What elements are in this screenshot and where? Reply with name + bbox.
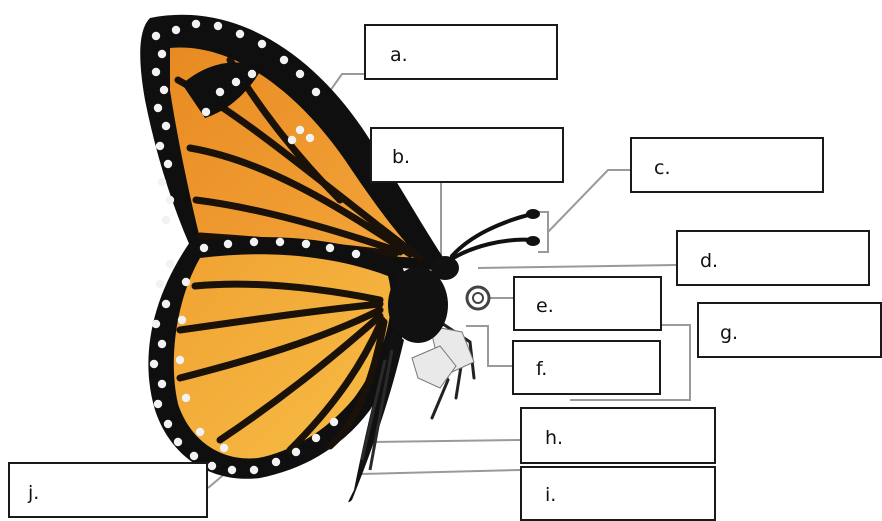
label-c: c.: [654, 157, 671, 179]
wing-spot: [250, 238, 258, 246]
wing-spot: [162, 122, 170, 130]
antenna-club-lower: [526, 236, 540, 246]
wing-spot: [164, 420, 172, 428]
wing-spot: [160, 86, 168, 94]
label-j: j.: [28, 482, 39, 504]
label-h: h.: [545, 427, 563, 449]
wing-spot: [154, 104, 162, 112]
leader-line-h: [368, 440, 520, 442]
wing-spot: [174, 438, 182, 446]
wing-spot: [248, 70, 256, 78]
wing-spot: [306, 134, 314, 142]
wing-spot: [220, 444, 228, 452]
wing-spot: [216, 88, 224, 96]
wing-spot: [276, 238, 284, 246]
wing-spot: [250, 466, 258, 474]
wing-spot: [258, 40, 266, 48]
wing-spot: [280, 56, 288, 64]
label-i: i.: [545, 484, 556, 506]
wing-spot: [196, 428, 204, 436]
wing-spot: [176, 356, 184, 364]
wing-spot: [164, 160, 172, 168]
wing-spot: [158, 340, 166, 348]
label-b: b.: [392, 146, 410, 168]
wing-spot: [236, 30, 244, 38]
wing-spot: [228, 466, 236, 474]
wing-spot: [208, 462, 216, 470]
wing-spot: [232, 78, 240, 86]
wing-spot: [292, 448, 300, 456]
label-f: f.: [536, 358, 547, 380]
label-box-f[interactable]: [512, 340, 661, 395]
wing-spot: [312, 434, 320, 442]
wing-spot: [172, 26, 180, 34]
wing-spot: [158, 50, 166, 58]
wing-spot: [152, 32, 160, 40]
antenna-club-upper: [526, 209, 540, 219]
wing-spot: [152, 320, 160, 328]
wing-spot: [190, 452, 198, 460]
wing-spot: [182, 278, 190, 286]
wing-spot: [330, 418, 338, 426]
wing-spot: [296, 70, 304, 78]
leader-line-i: [360, 470, 520, 474]
label-d: d.: [700, 250, 718, 272]
antennae: [450, 214, 532, 260]
wing-spot: [178, 316, 186, 324]
wing-spot: [272, 458, 280, 466]
wing-spot: [152, 68, 160, 76]
proboscis-coil: [467, 287, 489, 309]
wing-spot: [166, 260, 174, 268]
wing-spot: [202, 108, 210, 116]
wing-spot: [156, 280, 164, 288]
wing-spot: [288, 136, 296, 144]
label-e: e.: [536, 295, 554, 317]
wing-spot: [150, 360, 158, 368]
wing-spot: [352, 250, 360, 258]
wing-spot: [224, 240, 232, 248]
wing-spot: [162, 216, 170, 224]
wing-spot: [156, 142, 164, 150]
wing-spot: [158, 380, 166, 388]
wing-spot: [326, 244, 334, 252]
wing-spot: [302, 240, 310, 248]
label-g: g.: [720, 322, 738, 344]
wing-spot: [166, 196, 174, 204]
wing-spot: [312, 88, 320, 96]
leader-line-d: [478, 265, 676, 268]
wing-spot: [200, 244, 208, 252]
wing-spot: [214, 22, 222, 30]
label-a: a.: [390, 44, 408, 66]
wing-spot: [162, 300, 170, 308]
wing-spot: [296, 126, 304, 134]
wing-spot: [158, 178, 166, 186]
wing-spot: [154, 400, 162, 408]
wing-spot: [192, 20, 200, 28]
wing-spot: [182, 394, 190, 402]
